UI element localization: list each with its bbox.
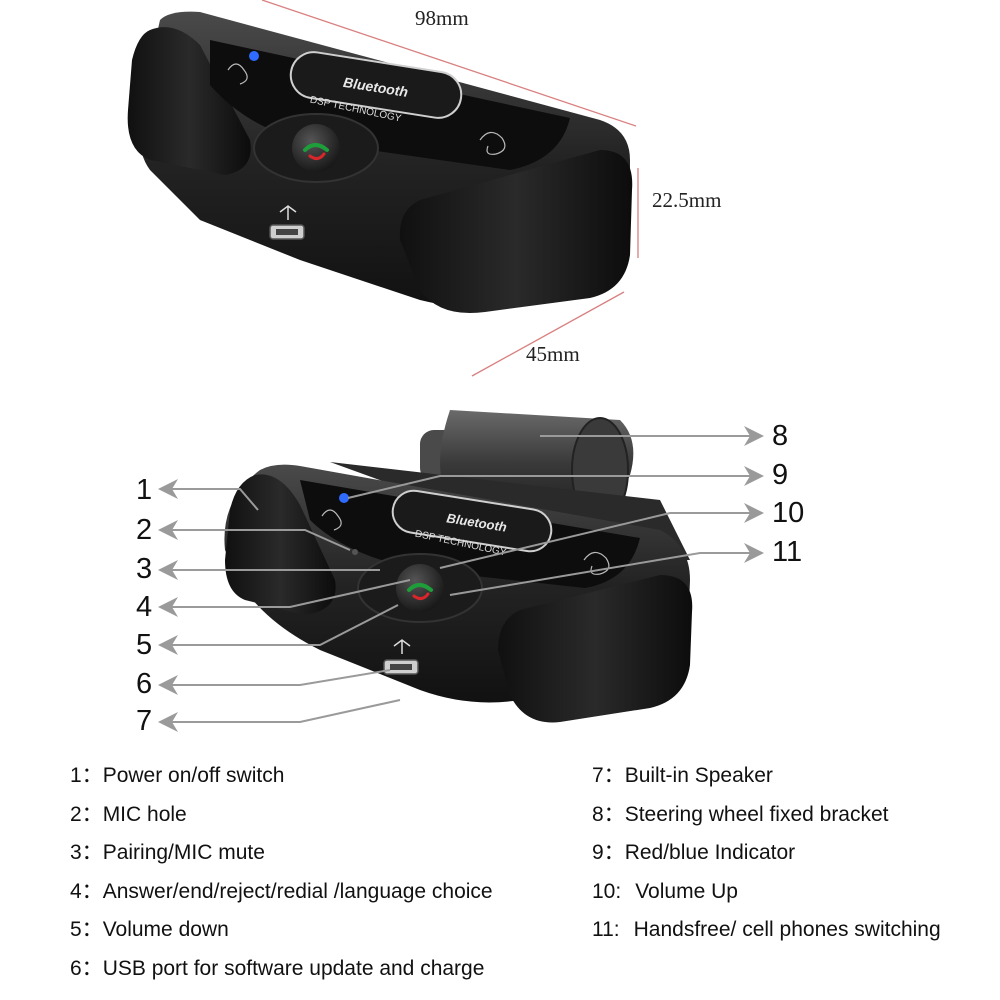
legend-item: 8：Steering wheel fixed bracket xyxy=(592,796,941,835)
legend-text: Built-in Speaker xyxy=(624,764,773,787)
mic-hole xyxy=(352,549,358,555)
legend-text: USB port for software update and charge xyxy=(102,956,485,980)
callout-number-7: 7 xyxy=(136,705,153,737)
callout-lines xyxy=(158,426,764,732)
dimension-line-depth xyxy=(471,291,625,377)
legend-text: Handsfree/ cell phones switching xyxy=(633,918,941,942)
legend-text: Steering wheel fixed bracket xyxy=(624,802,889,826)
legend-item: 6：USB port for software update and charg… xyxy=(70,950,493,989)
legend-item: 4：Answer/end/reject/redial /language cho… xyxy=(70,873,493,912)
legend-number: 8： xyxy=(592,802,625,826)
legend-number: 10: xyxy=(592,879,622,903)
legend-text: Answer/end/reject/redial /language choic… xyxy=(102,879,493,903)
phone-answer-icon xyxy=(303,143,329,152)
led-indicator-icon xyxy=(249,51,259,61)
legend-number: 11: xyxy=(592,918,620,942)
phone-end-icon xyxy=(412,592,430,601)
dimension-height-label: 22.5mm xyxy=(652,188,722,212)
legend-number: 1： xyxy=(70,764,103,787)
legend-number: 7： xyxy=(592,764,625,787)
callout-number-8: 8 xyxy=(772,420,789,452)
callout-number-6: 6 xyxy=(136,668,153,700)
legend-number: 5： xyxy=(70,918,103,942)
legend-number: 4： xyxy=(70,879,103,903)
callout-line-10 xyxy=(439,503,764,569)
device-top-view: Bluetooth DSP TECHNOLOGY xyxy=(127,11,633,314)
legend-left: 1：Power on/off switch 2：MIC hole 3：Pairi… xyxy=(70,757,493,989)
led-indicator-icon xyxy=(339,493,349,503)
callout-number-10: 10 xyxy=(772,497,805,529)
answer-button xyxy=(292,124,340,172)
callout-line-2 xyxy=(158,520,351,551)
device-right-end xyxy=(399,150,633,314)
answer-button xyxy=(396,564,444,612)
legend-item: 5：Volume down xyxy=(70,911,493,950)
callout-number-3: 3 xyxy=(136,553,153,585)
dimension-line-length xyxy=(261,0,637,127)
callout-number-11: 11 xyxy=(772,536,803,568)
legend-text: MIC hole xyxy=(102,802,187,826)
legend-item: 1：Power on/off switch xyxy=(70,757,493,796)
legend-number: 9： xyxy=(592,841,625,865)
legend-number: 3： xyxy=(70,841,103,865)
usb-port-inner xyxy=(276,229,298,235)
bluetooth-badge xyxy=(289,51,463,119)
legend-item: 3：Pairing/MIC mute xyxy=(70,834,493,873)
swirl-decoration-icon xyxy=(227,63,248,85)
legend-text: Power on/off switch xyxy=(102,764,285,787)
callout-line-11 xyxy=(449,543,764,596)
callout-line-4 xyxy=(158,579,411,617)
swirl-decoration-icon xyxy=(321,509,342,531)
legend-item: 11: Handsfree/ cell phones switching xyxy=(592,911,941,950)
callout-number-1: 1 xyxy=(136,474,153,506)
bluetooth-badge xyxy=(391,489,553,553)
legend-right: 7：Built-in Speaker 8：Steering wheel fixe… xyxy=(592,757,941,950)
device-left-end xyxy=(225,474,336,615)
usb-icon xyxy=(279,205,297,220)
legend-number: 2： xyxy=(70,802,103,826)
legend-text: Red/blue Indicator xyxy=(624,841,796,865)
callout-number-9: 9 xyxy=(772,459,789,491)
legend-item: 9：Red/blue Indicator xyxy=(592,834,941,873)
dimension-depth-label: 45mm xyxy=(526,342,580,366)
callout-number-5: 5 xyxy=(136,629,153,661)
legend-item: 7：Built-in Speaker xyxy=(592,757,941,796)
dimension-length-label: 98mm xyxy=(415,6,469,30)
device-left-end xyxy=(127,27,251,176)
callout-number-4: 4 xyxy=(136,591,153,623)
phone-answer-icon xyxy=(407,583,433,592)
callout-line-5 xyxy=(158,604,399,655)
swirl-decoration-icon xyxy=(479,131,506,155)
device-bottom-view: Bluetooth DSP TECHNOLOGY xyxy=(224,410,693,723)
legend-item: 10: Volume Up xyxy=(592,873,941,912)
legend-item: 2：MIC hole xyxy=(70,796,493,835)
legend-text: Volume down xyxy=(102,918,229,942)
callout-line-7 xyxy=(158,699,401,732)
device-right-end xyxy=(498,575,693,723)
callout-line-1 xyxy=(158,479,259,511)
legend-text: Pairing/MIC mute xyxy=(102,841,265,865)
usb-icon xyxy=(393,639,411,654)
legend-number: 6： xyxy=(70,956,103,980)
usb-port-inner xyxy=(390,664,412,670)
legend-text: Volume Up xyxy=(635,879,738,903)
callout-line-6 xyxy=(158,669,391,695)
callout-number-2: 2 xyxy=(136,514,153,546)
phone-end-icon xyxy=(308,152,326,161)
callout-line-9 xyxy=(347,466,764,499)
